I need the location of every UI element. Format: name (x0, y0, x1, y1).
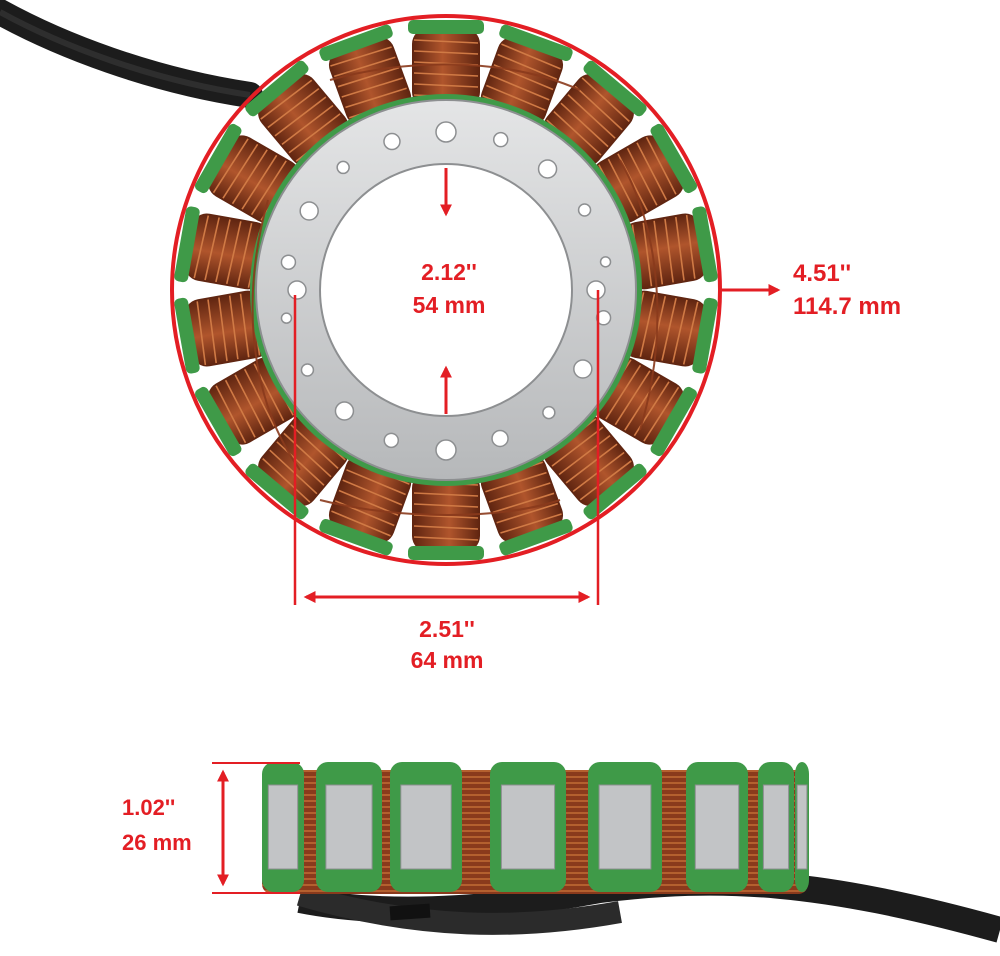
plate-hole (573, 359, 593, 379)
outer-diameter-mm: 114.7 mm (793, 293, 901, 320)
plate-hole (280, 254, 297, 270)
side-tooth (262, 762, 304, 892)
height-inch: 1.02'' (122, 795, 175, 820)
plate-hole (336, 160, 350, 175)
height-dimension: 1.02'' 26 mm (122, 762, 300, 894)
mount-hole (586, 280, 606, 300)
side-tooth (588, 762, 662, 892)
side-tooth (316, 762, 382, 892)
plate-hole (542, 405, 556, 420)
mount-span-mm: 64 mm (411, 647, 484, 673)
plate-hole (599, 256, 612, 268)
height-mm: 26 mm (122, 830, 192, 855)
plate-hole (383, 432, 400, 449)
outer-diameter-circle (170, 14, 722, 566)
inner-diameter-inch: 2.12'' (421, 259, 477, 285)
side-tooth (390, 762, 462, 892)
cable-top (0, 0, 263, 108)
plate-hole (577, 203, 592, 217)
plate-hole (537, 159, 558, 179)
side-tooth (795, 762, 809, 892)
plate-hole (595, 310, 612, 326)
plate-hole (383, 132, 401, 151)
mount-hole (287, 280, 307, 300)
side-tooth (490, 762, 566, 892)
plate-hole (491, 429, 509, 448)
outer-diameter-inch: 4.51'' (793, 260, 851, 287)
plate-hole (299, 201, 319, 221)
inner-bore (319, 163, 573, 417)
plate-hole (435, 439, 457, 461)
inner-diameter-dimension: 2.12'' 54 mm (413, 168, 486, 414)
side-tooth (758, 762, 794, 892)
stator-side-view (262, 762, 1000, 943)
coil (621, 206, 718, 290)
plate-hole (435, 121, 457, 143)
mount-span-inch: 2.51'' (419, 616, 475, 642)
plate-hole (334, 401, 355, 421)
stator-top-view (170, 14, 722, 566)
plate-hole (280, 312, 293, 324)
outer-diameter-dimension: 4.51'' 114.7 mm (722, 260, 901, 320)
coil (174, 290, 271, 374)
plate-hole (492, 131, 509, 148)
inner-diameter-mm: 54 mm (413, 292, 486, 318)
mount-span-dimension: 2.51'' 64 mm (293, 290, 600, 673)
plate-hole (300, 363, 315, 377)
side-tooth (686, 762, 748, 892)
